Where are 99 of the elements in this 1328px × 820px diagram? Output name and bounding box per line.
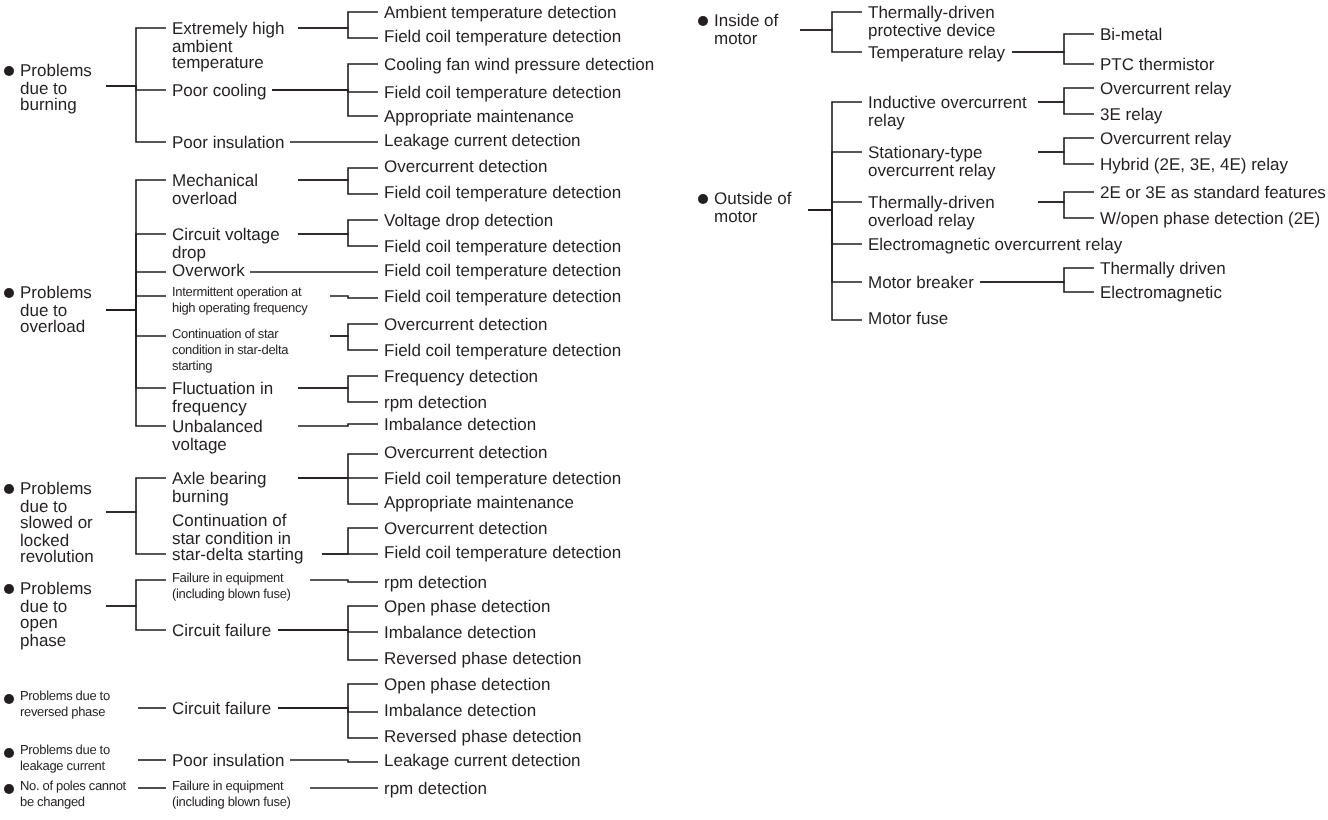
tree-label: Overcurrent relay (1100, 80, 1232, 97)
tree-label: Unbalanced voltage (172, 418, 292, 452)
tree-label: Continuation of star condition in star-delta starting (172, 512, 316, 563)
tree-label: Cooling fan wind pressure detection (384, 56, 655, 73)
tree-label: Temperature relay (868, 44, 1006, 61)
connector-line (297, 27, 379, 39)
tree-label: Motor breaker (868, 274, 974, 291)
tree-label: W/open phase detection (2E) (1100, 210, 1321, 227)
tree-label: Field coil temperature detection (384, 288, 622, 305)
tree-label: Field coil temperature detection (384, 28, 622, 45)
connector-line (297, 387, 379, 403)
tree-label: Hybrid (2E, 3E, 4E) relay (1100, 156, 1289, 173)
connector-line (105, 85, 167, 143)
tree-label: Inductive overcurrent relay (868, 94, 1032, 128)
tree-label: Field coil temperature detection (384, 342, 622, 359)
connector-line (297, 179, 379, 195)
tree-label: Motor fuse (868, 310, 949, 327)
tree-label: Voltage drop detection (384, 212, 554, 229)
tree-label: Poor insulation (172, 752, 285, 769)
tree-label: Poor cooling (172, 82, 267, 99)
connector-line (137, 707, 167, 709)
connector-line (289, 759, 379, 763)
tree-label: Fluctuation in frequency (172, 380, 292, 414)
tree-label: Overcurrent detection (384, 520, 548, 537)
tree-label: Field coil temperature detection (384, 238, 622, 255)
tree-label: Problems due to burning (20, 62, 100, 113)
tree-label: 3E relay (1100, 106, 1163, 123)
tree-label: Open phase detection (384, 598, 551, 615)
connector-line (1037, 201, 1095, 219)
tree-label: rpm detection (384, 574, 487, 591)
tree-label: Circuit failure (172, 700, 272, 717)
tree-label: Thermally-driven protective device (868, 4, 1032, 38)
tree-label: Thermally-driven overload relay (868, 194, 1032, 228)
tree-label: PTC thermistor (1100, 56, 1215, 73)
connector-line (137, 759, 167, 761)
tree-label: Overwork (172, 262, 245, 279)
connector-line (249, 271, 379, 273)
tree-label: Reversed phase detection (384, 650, 582, 667)
tree-label: Electromagnetic overcurrent relay (868, 236, 1123, 253)
connector-line (289, 141, 379, 143)
tree-label: Extremely high ambient temperature (172, 20, 292, 71)
tree-label: Open phase detection (384, 676, 551, 693)
tree-label: Frequency detection (384, 368, 539, 385)
tree-label: 2E or 3E as standard features (1100, 184, 1326, 201)
tree-label: Leakage current detection (384, 752, 581, 769)
tree-label: Problems due to open phase (20, 580, 100, 648)
tree-label: Appropriate maintenance (384, 494, 574, 511)
tree-label: Bi-metal (1100, 26, 1163, 43)
tree-label: Field coil temperature detection (384, 184, 622, 201)
tree-label: Problems due to slowed or locked revolution (20, 480, 100, 565)
connector-line (979, 281, 1095, 293)
tree-label: Poor insulation (172, 134, 285, 151)
tree-label: Appropriate maintenance (384, 108, 574, 125)
connector-line (137, 787, 167, 789)
tree-label: Overcurrent relay (1100, 130, 1232, 147)
connector-line (105, 309, 167, 427)
tree-label: Inside of motor (714, 12, 794, 46)
tree-label: Imbalance detection (384, 416, 537, 433)
tree-label: Electromagnetic (1100, 284, 1222, 301)
connector-line (297, 233, 379, 247)
connector-line (297, 477, 379, 505)
tree-label: rpm detection (384, 780, 487, 797)
tree-label: Thermally driven (1100, 260, 1226, 277)
tree-label: Circuit voltage drop (172, 226, 292, 260)
connector-line (807, 209, 863, 321)
tree-label: Outside of motor (714, 190, 802, 224)
tree-label: Field coil temperature detection (384, 84, 622, 101)
tree-label: Imbalance detection (384, 702, 537, 719)
tree-label: Problems due to overload (20, 284, 100, 335)
tree-label: Field coil temperature detection (384, 544, 622, 561)
tree-label: Overcurrent detection (384, 444, 548, 461)
connector-line (277, 707, 379, 739)
connector-line (277, 629, 379, 661)
connector-line (329, 335, 379, 351)
tree-label: Overcurrent detection (384, 316, 548, 333)
connector-line (1037, 101, 1095, 115)
tree-label: Imbalance detection (384, 624, 537, 641)
connector-line (1037, 151, 1095, 165)
connector-line (309, 579, 379, 583)
tree-label: Axle bearing burning (172, 470, 292, 504)
connector-line (297, 423, 379, 427)
tree-label: Circuit failure (172, 622, 272, 639)
connector-line (1011, 51, 1095, 65)
connector-line (799, 29, 863, 53)
connector-line (321, 553, 379, 555)
connector-line (105, 511, 167, 555)
connector-line (271, 89, 379, 117)
connector-line (105, 605, 167, 631)
connector-line (309, 787, 379, 789)
tree-label: Reversed phase detection (384, 728, 582, 745)
tree-label: Ambient temperature detection (384, 4, 617, 21)
tree-label: Stationary-type overcurrent relay (868, 144, 1032, 178)
tree-label: Leakage current detection (384, 132, 581, 149)
tree-label: Mechanical overload (172, 172, 292, 206)
tree-label: Field coil temperature detection (384, 262, 622, 279)
tree-label: Overcurrent detection (384, 158, 548, 175)
connector-line (329, 295, 379, 299)
tree-label: Field coil temperature detection (384, 470, 622, 487)
tree-label: rpm detection (384, 394, 487, 411)
